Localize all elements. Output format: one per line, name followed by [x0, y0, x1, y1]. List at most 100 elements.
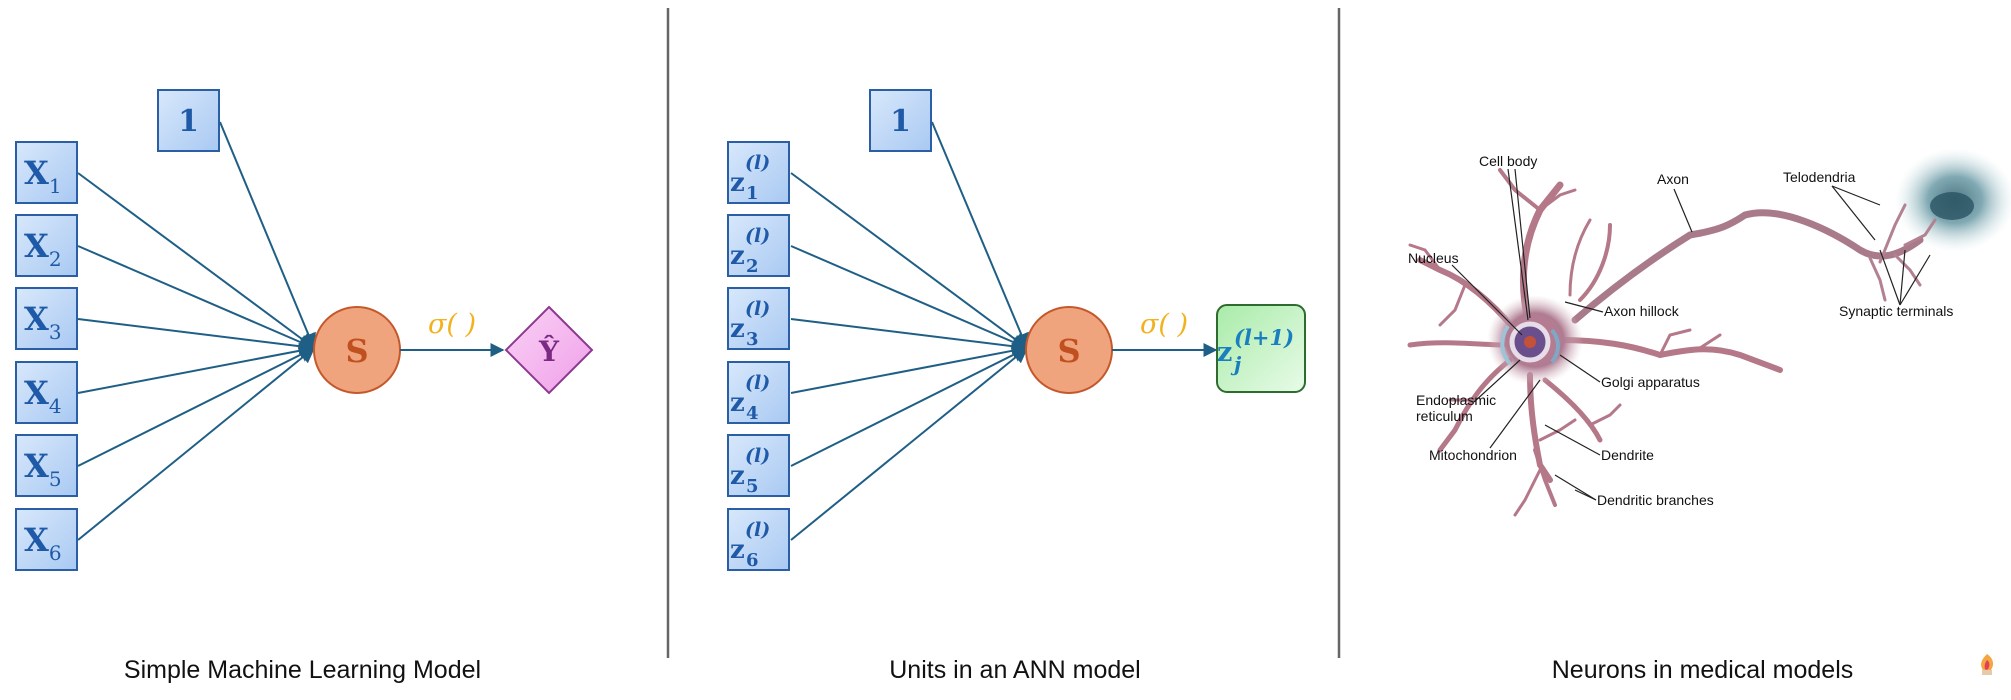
input-symbol: X — [24, 154, 49, 192]
edge — [931, 121, 1029, 350]
label-telodendria: Telodendria — [1783, 169, 1856, 185]
input-superscript: (l) — [745, 298, 770, 320]
caption-ann-units: Units in an ANN model — [889, 656, 1141, 684]
svg-text:X1: X1 — [24, 154, 62, 198]
input-symbol: z — [730, 461, 745, 491]
input-subscript: 6 — [49, 541, 62, 565]
input-node: z 3 (l) — [727, 287, 790, 350]
input-superscript: (l) — [745, 225, 770, 247]
output-superscript: (l+1) — [1234, 325, 1294, 350]
input-symbol: z — [730, 314, 745, 344]
input-subscript: 3 — [746, 329, 759, 350]
input-node: z 1 (l) — [727, 141, 790, 204]
sum-node: S — [1025, 306, 1113, 394]
input-node: z 2 (l) — [727, 214, 790, 277]
bias-label: 1 — [890, 104, 911, 139]
input-node: X1 — [15, 141, 78, 204]
edges-panel-2 — [790, 121, 1029, 541]
label-er-line1: Endoplasmic — [1416, 392, 1496, 408]
input-subscript: 5 — [49, 467, 62, 491]
input-superscript: (l) — [745, 445, 770, 467]
input-symbol: z — [730, 535, 745, 565]
edge — [790, 347, 1029, 467]
input-node: z 5 (l) — [727, 434, 790, 497]
input-subscript: 2 — [49, 247, 62, 271]
edge — [77, 245, 316, 350]
svg-text:X4: X4 — [24, 374, 62, 418]
edge — [77, 346, 316, 541]
input-symbol: X — [24, 521, 49, 559]
input-symbol: X — [24, 300, 49, 338]
sum-node: S — [313, 306, 401, 394]
edge — [790, 342, 1029, 394]
edge — [219, 121, 316, 350]
caption-neuron: Neurons in medical models — [1551, 656, 1854, 684]
label-dendrite: Dendrite — [1601, 447, 1654, 463]
svg-text:X3: X3 — [24, 300, 62, 344]
edge — [77, 172, 316, 349]
input-subscript: 1 — [746, 183, 759, 204]
input-symbol: z — [730, 168, 745, 198]
svg-text:X6: X6 — [24, 521, 62, 565]
label-synaptic-terminals: Synaptic terminals — [1839, 303, 1953, 319]
input-symbol: X — [24, 374, 49, 412]
label-axon: Axon — [1657, 171, 1689, 187]
input-node: X6 — [15, 508, 78, 571]
svg-text:X2: X2 — [24, 227, 62, 271]
caption-simple-ml: Simple Machine Learning Model — [123, 656, 482, 684]
activation-label: σ( ) — [428, 309, 476, 340]
panel-neuron: Cell body Axon Telodendria Nucleus Axon … — [1407, 148, 2011, 517]
sum-label: S — [1057, 332, 1080, 370]
input-subscript: 3 — [49, 320, 62, 344]
bias-node: 1 — [157, 89, 220, 152]
input-symbol: z — [730, 388, 745, 418]
neuron-illustration — [1407, 148, 2011, 517]
panel-ann-units: 1 z 1 (l) z 2 (l) z 3 (l) z 4 (l) z — [727, 89, 1306, 571]
bias-node: 1 — [869, 89, 932, 152]
input-node: X2 — [15, 214, 78, 277]
input-subscript: 4 — [746, 403, 759, 424]
input-subscript: 4 — [49, 394, 62, 418]
output-node: z j (l+1) — [1216, 304, 1306, 393]
label-nucleus: Nucleus — [1408, 250, 1459, 266]
edge — [790, 346, 1029, 541]
input-node: z 4 (l) — [727, 361, 790, 424]
input-superscript: (l) — [745, 372, 770, 394]
edges-panel-1 — [77, 121, 316, 541]
input-subscript: 2 — [746, 256, 759, 277]
input-subscript: 5 — [746, 476, 759, 497]
input-subscript: 1 — [49, 174, 62, 198]
edge — [77, 342, 316, 394]
output-label: Ŷ — [538, 335, 560, 368]
label-er-line2: reticulum — [1416, 408, 1473, 424]
label-dendritic-branches: Dendritic branches — [1597, 492, 1714, 508]
input-subscript: 6 — [746, 550, 759, 571]
activation-label: σ( ) — [1140, 309, 1188, 340]
panel-simple-ml: 1 X1 X2 X3 X4 X5 X6 S — [15, 89, 594, 571]
label-mitochondrion: Mitochondrion — [1429, 447, 1517, 463]
label-cell-body: Cell body — [1479, 153, 1537, 169]
input-symbol: z — [730, 241, 745, 271]
flame-logo-icon — [1981, 654, 1994, 675]
output-symbol: z — [1217, 337, 1232, 368]
edge — [790, 172, 1029, 349]
input-symbol: X — [24, 447, 49, 485]
label-axon-hillock: Axon hillock — [1604, 303, 1680, 319]
input-node: X5 — [15, 434, 78, 497]
input-symbol: X — [24, 227, 49, 265]
output-node: Ŷ — [504, 305, 594, 395]
input-node: X4 — [15, 361, 78, 424]
edge — [790, 245, 1029, 350]
edge — [77, 318, 316, 355]
sum-label: S — [345, 332, 368, 370]
edge — [77, 347, 316, 467]
edge — [790, 318, 1029, 355]
input-superscript: (l) — [745, 519, 770, 541]
label-golgi: Golgi apparatus — [1601, 374, 1700, 390]
input-node: X3 — [15, 287, 78, 350]
label-leaders — [1451, 168, 1931, 501]
input-superscript: (l) — [745, 152, 770, 174]
input-node: z 6 (l) — [727, 508, 790, 571]
axon-path — [1571, 209, 1924, 324]
svg-text:X5: X5 — [24, 447, 62, 491]
